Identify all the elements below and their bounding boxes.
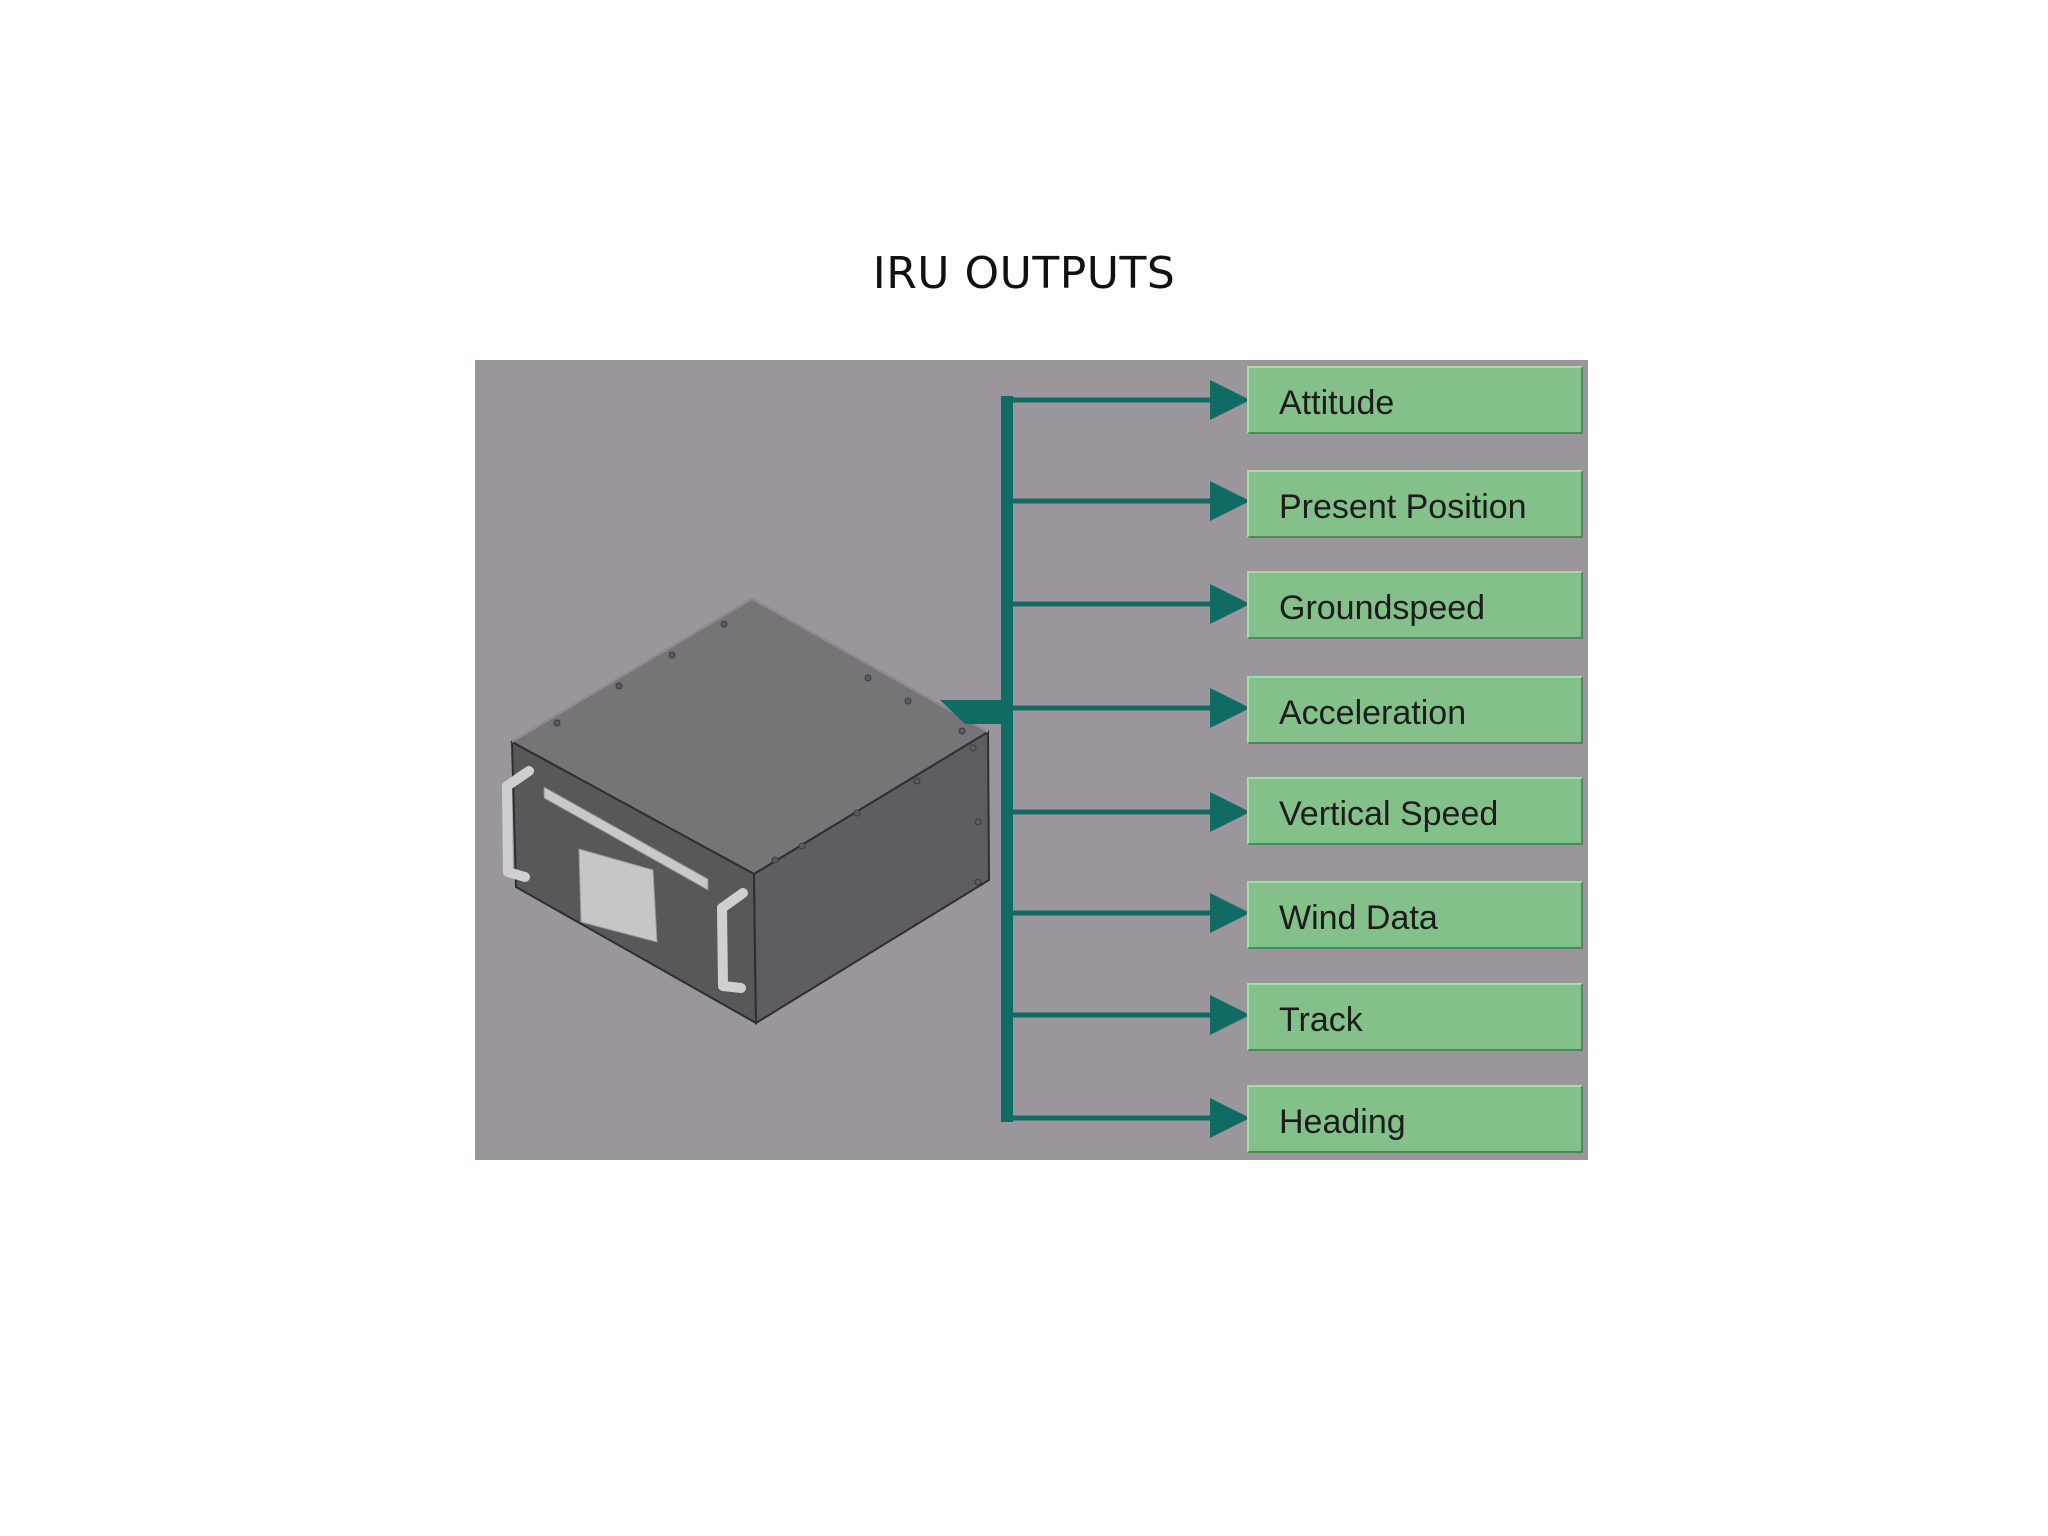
output-label: Track [1279, 1001, 1363, 1039]
diagram-graphics [502, 380, 1250, 1138]
unit-output-connector [940, 700, 1005, 724]
output-box-attitude: Attitude [1247, 366, 1583, 434]
slide-title: IRU OUTPUTS [872, 248, 1176, 299]
unit-rivets [553, 620, 982, 886]
output-label: Acceleration [1279, 694, 1467, 732]
output-bus-line [1001, 396, 1013, 1122]
output-box-wind-data: Wind Data [1247, 881, 1583, 949]
output-label: Heading [1279, 1103, 1406, 1141]
output-box-track: Track [1247, 983, 1583, 1051]
output-box-groundspeed: Groundspeed [1247, 571, 1583, 639]
output-label: Attitude [1279, 384, 1395, 422]
unit-right-handle [717, 888, 748, 993]
output-label: Vertical Speed [1279, 795, 1499, 833]
output-label: Present Position [1279, 488, 1527, 526]
iru-output-diagram: Attitude Present Position Groundspeed Ac… [475, 360, 1588, 1160]
unit-display-window [578, 848, 658, 943]
iru-unit [502, 597, 1005, 1025]
output-label: Wind Data [1279, 899, 1438, 937]
unit-side-face [752, 730, 991, 1025]
output-box-present-position: Present Position [1247, 470, 1583, 538]
output-box-acceleration: Acceleration [1247, 676, 1583, 744]
output-arrows [1007, 380, 1250, 1138]
output-label: Groundspeed [1279, 589, 1486, 627]
output-box-vertical-speed: Vertical Speed [1247, 777, 1583, 845]
output-box-heading: Heading [1247, 1085, 1583, 1153]
unit-display-strip [543, 786, 709, 891]
unit-left-handle [502, 766, 534, 882]
